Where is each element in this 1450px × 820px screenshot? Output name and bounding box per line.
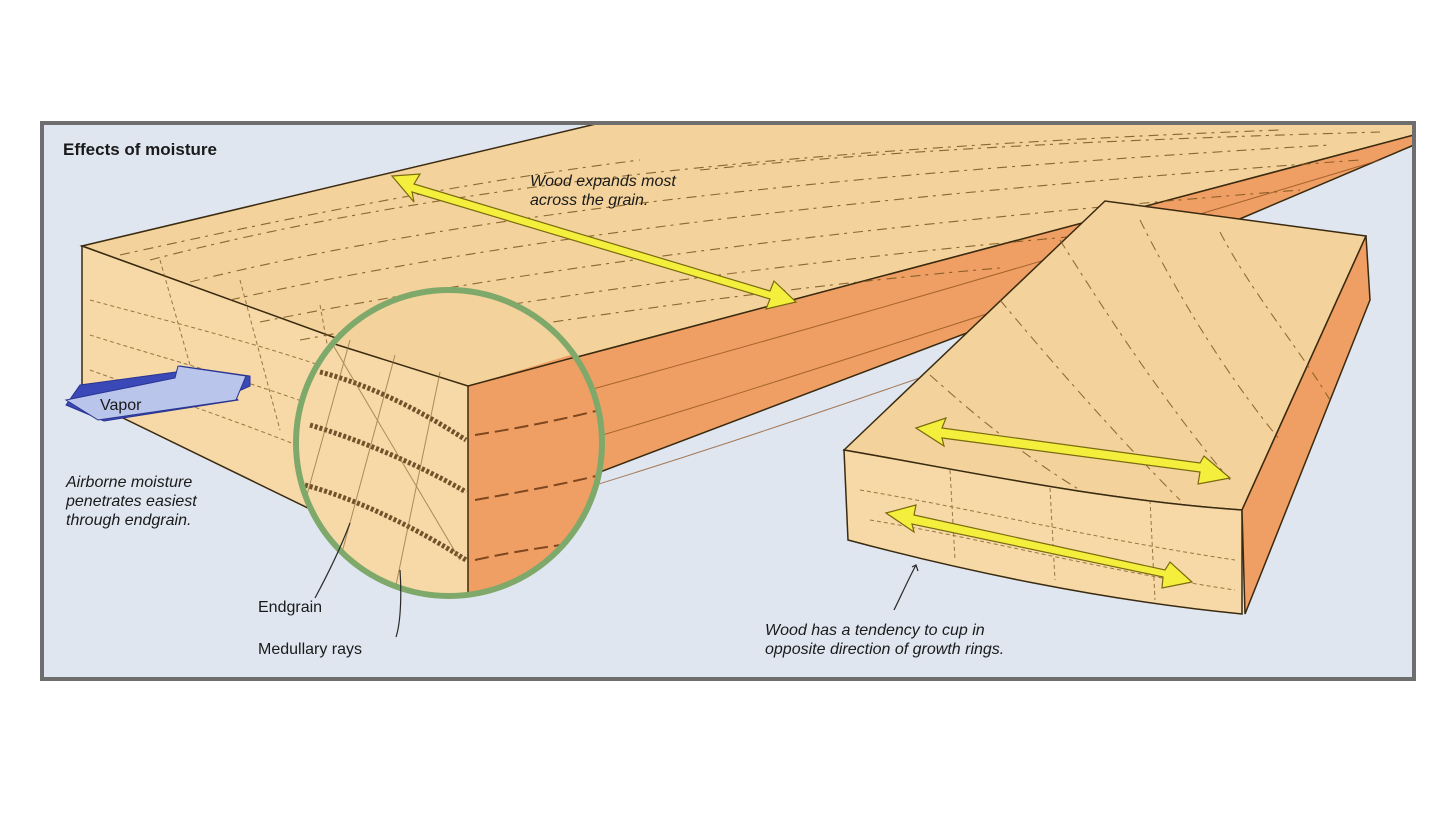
cup-arrow-bottom bbox=[884, 504, 1194, 589]
medullary-label: Medullary rays bbox=[258, 641, 363, 658]
cup-label-line1: Wood has a tendency to cup in bbox=[765, 622, 985, 639]
airborne-label-line2: penetrates easiest bbox=[66, 493, 197, 510]
airborne-label-line1: Airborne moisture bbox=[66, 474, 193, 491]
expansion-arrow bbox=[390, 173, 798, 310]
cup-arrow-top bbox=[914, 417, 1232, 485]
diagram-title: Effects of moisture bbox=[63, 140, 217, 159]
expand-label-line2: across the grain. bbox=[530, 192, 649, 209]
magnifier-ring bbox=[293, 287, 605, 599]
panel-frame bbox=[40, 121, 1416, 681]
airborne-label-line3: through endgrain. bbox=[66, 512, 192, 529]
vapor-arrow bbox=[64, 365, 251, 422]
leader-lines bbox=[314, 522, 919, 638]
cupped-board-side-face bbox=[1241, 235, 1371, 615]
vapor-label: Vapor bbox=[100, 397, 142, 414]
cup-label-line2: opposite direction of growth rings. bbox=[765, 641, 1005, 658]
expand-label-line1: Wood expands most bbox=[530, 173, 676, 190]
endgrain-label: Endgrain bbox=[258, 599, 323, 616]
